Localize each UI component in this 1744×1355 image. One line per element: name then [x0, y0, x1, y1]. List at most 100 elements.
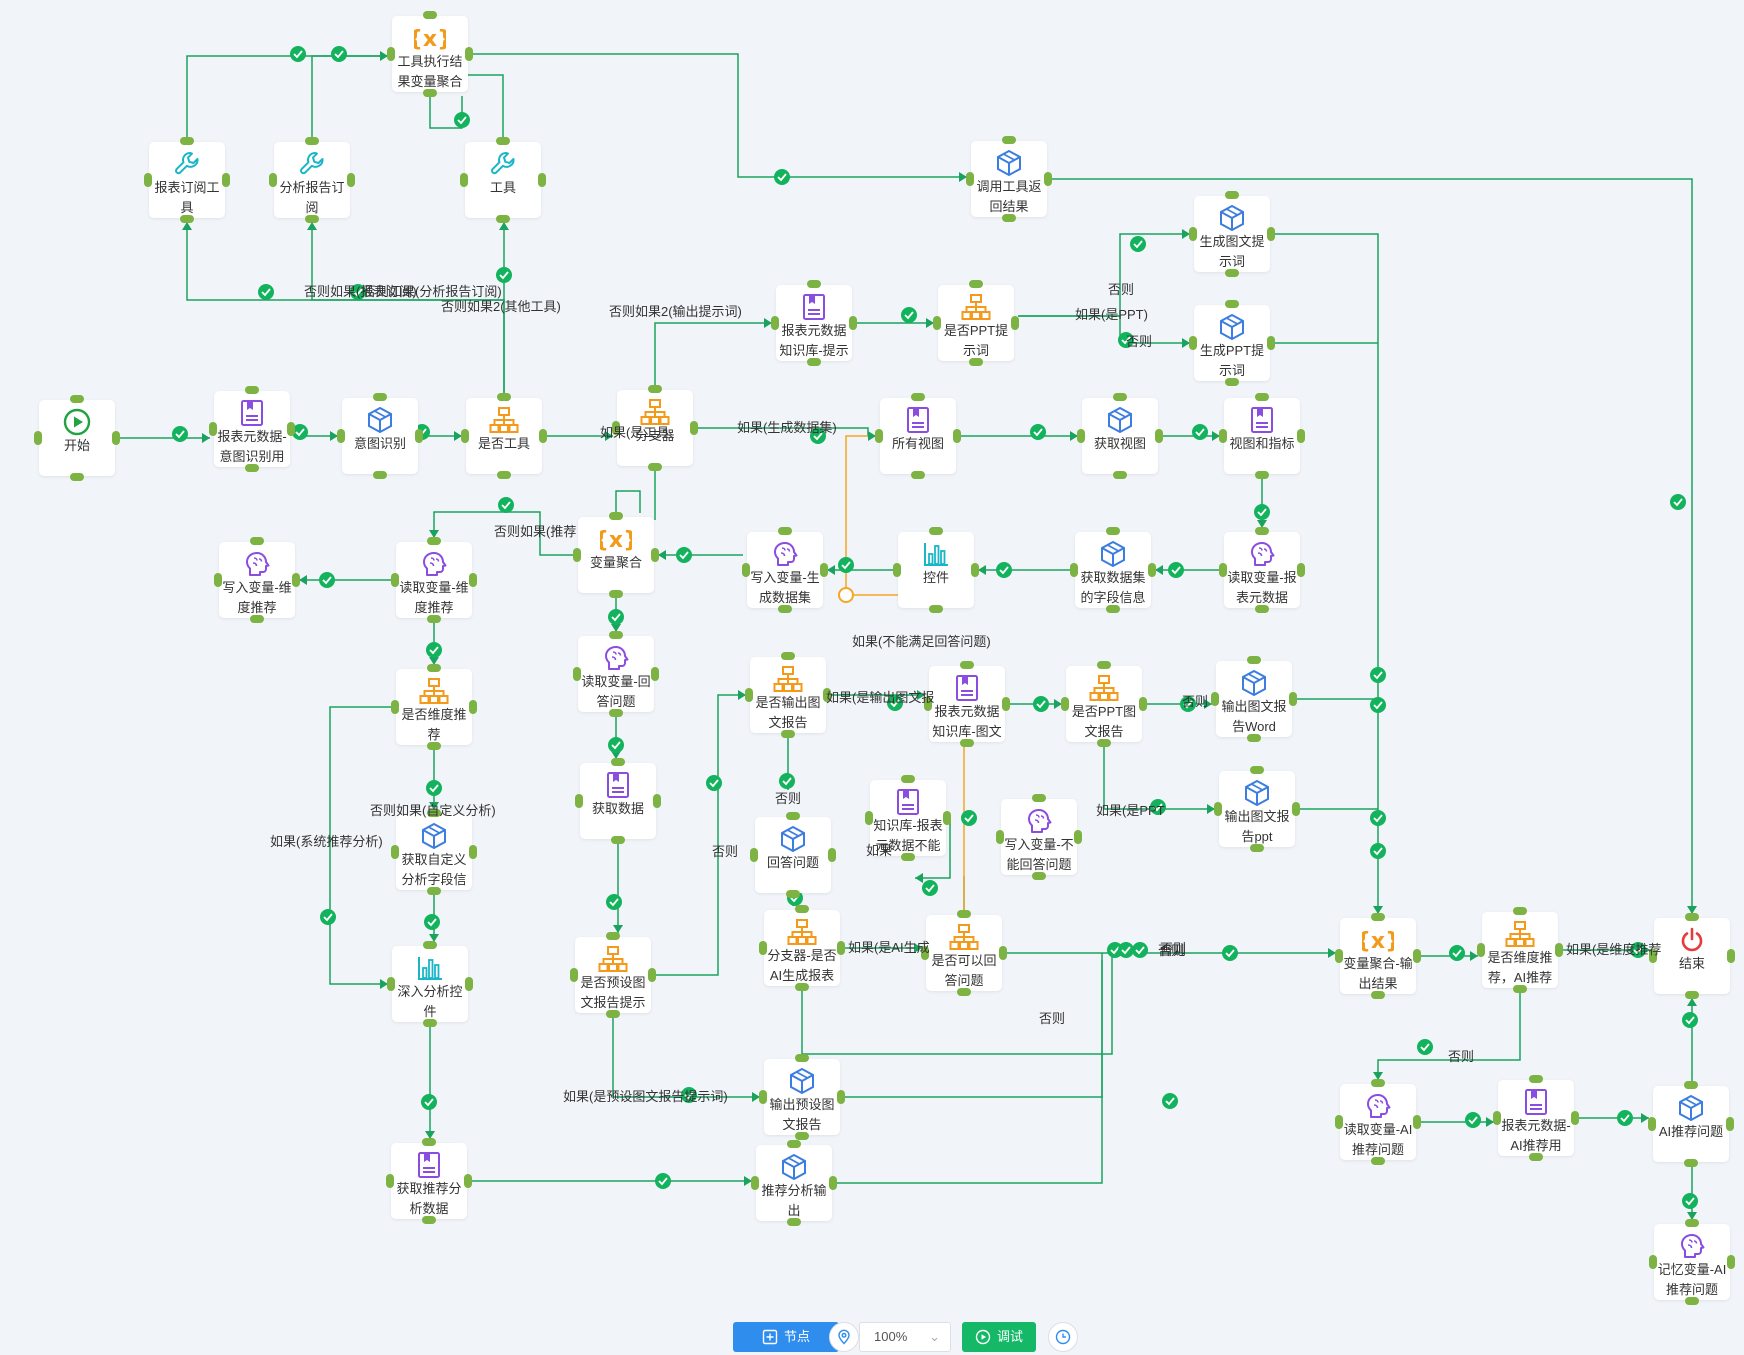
- node-n-is-tool[interactable]: 是否工具: [461, 393, 547, 479]
- node-port[interactable]: [807, 280, 821, 288]
- node-port[interactable]: [305, 137, 319, 145]
- node-port[interactable]: [209, 422, 217, 436]
- node-port[interactable]: [1225, 191, 1239, 199]
- node-port[interactable]: [180, 215, 194, 223]
- node-port[interactable]: [742, 563, 750, 577]
- node-port[interactable]: [1211, 692, 1219, 706]
- node-port[interactable]: [1292, 802, 1300, 816]
- node-port[interactable]: [1214, 802, 1222, 816]
- node-n-ai-rec[interactable]: AI推荐问题: [1648, 1081, 1734, 1167]
- node-port[interactable]: [828, 848, 836, 862]
- locate-button[interactable]: [829, 1322, 859, 1352]
- node-port[interactable]: [1097, 661, 1111, 669]
- node-port[interactable]: [1011, 316, 1019, 330]
- node-port[interactable]: [750, 848, 758, 862]
- node-port[interactable]: [387, 977, 395, 991]
- node-port[interactable]: [427, 809, 441, 817]
- node-port[interactable]: [386, 1174, 394, 1188]
- node-port[interactable]: [1297, 429, 1305, 443]
- node-port[interactable]: [1289, 692, 1297, 706]
- node-n-is-output-img[interactable]: 是否输出图文报告: [745, 652, 831, 738]
- node-port[interactable]: [1219, 429, 1227, 443]
- node-port[interactable]: [1113, 471, 1127, 479]
- node-port[interactable]: [387, 47, 395, 61]
- node-n-meta-hint[interactable]: 报表元数据知识库-提示: [771, 280, 857, 366]
- node-n-view-metric[interactable]: 视图和指标: [1219, 393, 1305, 479]
- node-port[interactable]: [70, 473, 84, 481]
- node-port[interactable]: [1685, 1219, 1699, 1227]
- node-port[interactable]: [1571, 1111, 1579, 1125]
- node-n-intent[interactable]: 意图识别: [337, 393, 423, 479]
- node-port[interactable]: [1477, 943, 1485, 957]
- node-port[interactable]: [465, 977, 473, 991]
- node-port[interactable]: [1070, 563, 1078, 577]
- node-port[interactable]: [1371, 991, 1385, 999]
- node-port[interactable]: [245, 464, 259, 472]
- node-port[interactable]: [957, 910, 971, 918]
- node-port[interactable]: [921, 946, 929, 960]
- node-n-read-meta[interactable]: 读取变量-报表元数据: [1219, 527, 1305, 613]
- node-port[interactable]: [1371, 913, 1385, 921]
- node-n-end[interactable]: 结束: [1649, 913, 1735, 999]
- node-port[interactable]: [751, 1176, 759, 1190]
- node-n-is-dim[interactable]: 是否维度推荐: [391, 664, 477, 750]
- node-port[interactable]: [460, 173, 468, 187]
- node-n-mem-ai[interactable]: 记忆变量-AI推荐问题: [1649, 1219, 1735, 1305]
- node-n-tool-agg[interactable]: {x}工具执行结果变量聚合: [387, 11, 473, 97]
- node-port[interactable]: [901, 853, 915, 861]
- node-port[interactable]: [1106, 527, 1120, 535]
- node-port[interactable]: [745, 688, 753, 702]
- node-port[interactable]: [427, 615, 441, 623]
- node-n-report-sub[interactable]: 报表订阅工具: [144, 137, 230, 223]
- node-port[interactable]: [953, 429, 961, 443]
- node-port[interactable]: [1255, 605, 1269, 613]
- node-n-is-preset[interactable]: 是否预设图文报告提示: [570, 932, 656, 1018]
- node-port[interactable]: [651, 548, 659, 562]
- node-port[interactable]: [606, 1010, 620, 1018]
- node-port[interactable]: [1002, 214, 1016, 222]
- node-port[interactable]: [648, 385, 662, 393]
- node-port[interactable]: [573, 548, 581, 562]
- node-port[interactable]: [1529, 1153, 1543, 1161]
- node-port[interactable]: [570, 968, 578, 982]
- node-n-meta-ai[interactable]: 报表元数据-AI推荐用: [1493, 1075, 1579, 1161]
- node-port[interactable]: [1649, 949, 1657, 963]
- node-n-is-ppt-report[interactable]: 是否PPT图文报告: [1061, 661, 1147, 747]
- node-port[interactable]: [391, 845, 399, 859]
- node-port[interactable]: [1255, 527, 1269, 535]
- node-port[interactable]: [34, 431, 42, 445]
- node-n-gen-img-hint[interactable]: 生成图文提示词: [1189, 191, 1275, 277]
- node-port[interactable]: [423, 11, 437, 19]
- node-port[interactable]: [1077, 429, 1085, 443]
- node-port[interactable]: [1684, 1081, 1698, 1089]
- node-port[interactable]: [901, 775, 915, 783]
- node-port[interactable]: [1002, 136, 1016, 144]
- node-port[interactable]: [245, 386, 259, 394]
- node-port[interactable]: [575, 794, 583, 808]
- add-node-button[interactable]: 节点: [733, 1322, 839, 1352]
- node-port[interactable]: [250, 537, 264, 545]
- node-port[interactable]: [1649, 1255, 1657, 1269]
- node-n-analysis-sub[interactable]: 分析报告订阅: [269, 137, 355, 223]
- node-n-meta-imgtext[interactable]: 报表元数据知识库-图文: [924, 661, 1010, 747]
- node-n-can-answer[interactable]: 是否可以回答问题: [921, 910, 1007, 996]
- node-port[interactable]: [337, 429, 345, 443]
- node-port[interactable]: [1247, 656, 1261, 664]
- node-port[interactable]: [971, 563, 979, 577]
- node-port[interactable]: [1032, 872, 1046, 880]
- node-port[interactable]: [70, 395, 84, 403]
- node-port[interactable]: [969, 358, 983, 366]
- node-port[interactable]: [1727, 1255, 1735, 1269]
- node-port[interactable]: [778, 527, 792, 535]
- node-port[interactable]: [1002, 697, 1010, 711]
- node-port[interactable]: [422, 1216, 436, 1224]
- node-port[interactable]: [606, 932, 620, 940]
- node-port[interactable]: [222, 173, 230, 187]
- node-port[interactable]: [966, 172, 974, 186]
- node-port[interactable]: [496, 137, 510, 145]
- node-n-read-dim[interactable]: 读取变量-维度推荐: [391, 537, 477, 623]
- node-port[interactable]: [461, 429, 469, 443]
- node-n-kb-cannot[interactable]: 知识库-报表元数据不能: [865, 775, 951, 861]
- node-port[interactable]: [960, 661, 974, 669]
- node-port[interactable]: [1148, 563, 1156, 577]
